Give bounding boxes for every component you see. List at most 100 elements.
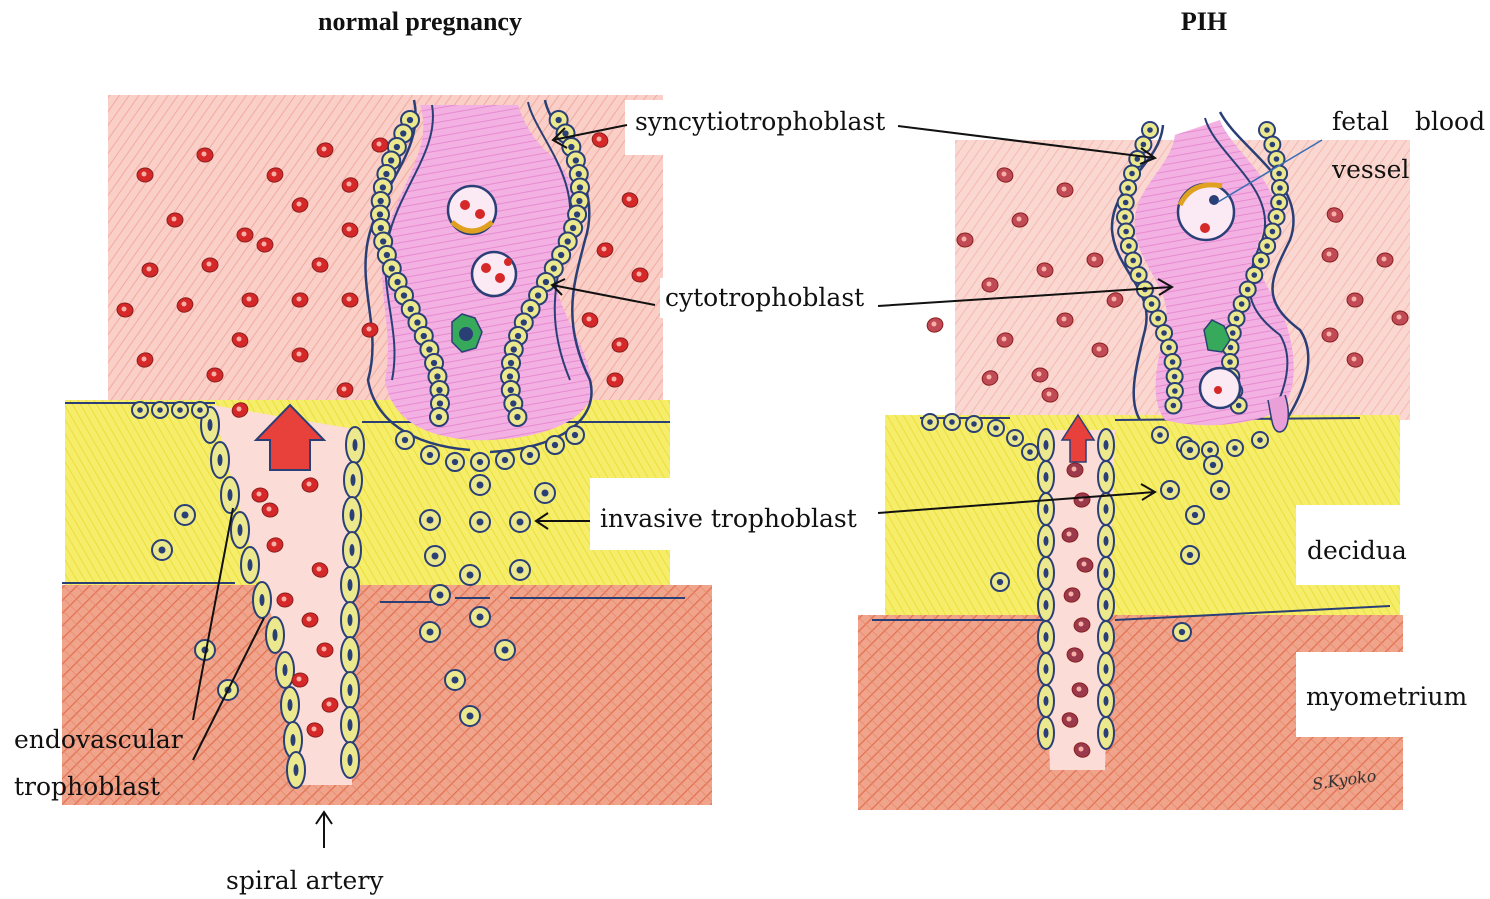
cytotrophoblast-cell-nucleus [388, 157, 394, 163]
cytotrophoblast-cell-nucleus [1130, 258, 1136, 264]
red-blood-cell-center [1332, 212, 1337, 217]
cytotrophoblast-cell-nucleus [1125, 185, 1131, 191]
cytotrophoblast-cell-nucleus [378, 225, 384, 231]
cytotrophoblast-cell-nucleus [1239, 301, 1245, 307]
cytotrophoblast-cell-nucleus [508, 387, 514, 393]
red-blood-cell-center [347, 182, 352, 187]
title-pih: PIH [1181, 7, 1227, 36]
cytotrophoblast-cell-nucleus [394, 144, 400, 150]
label-endovascular: endovascular [14, 725, 183, 754]
red-blood-cell-center [297, 202, 302, 207]
cytotrophoblast-cell-nucleus [555, 117, 561, 123]
cytotrophoblast-cell-nucleus [572, 432, 578, 438]
cytotrophoblast-cell-nucleus [1123, 229, 1129, 235]
spiral-artery-arrow [316, 812, 332, 848]
cytotrophoblast-cell-nucleus [389, 265, 395, 271]
red-blood-cell-center [202, 152, 207, 157]
endovascular-cell-nucleus [1044, 728, 1049, 738]
red-blood-cell-center [627, 197, 632, 202]
cytotrophoblast-cell-nucleus [543, 279, 549, 285]
red-blood-cell-center [1017, 217, 1022, 222]
cytotrophoblast-cell-nucleus [436, 387, 442, 393]
label-decidua: decidua [1307, 536, 1407, 565]
invasive-trophoblast-cell-nucleus [1187, 552, 1193, 558]
cytotrophoblast-cell-nucleus [573, 157, 579, 163]
red-blood-cell-center [272, 542, 277, 547]
cytotrophoblast-cell-nucleus [515, 333, 521, 339]
cytotrophoblast-cell-nucleus [400, 130, 406, 136]
surface-cell-nucleus [993, 425, 999, 431]
red-blood-cell-center [307, 617, 312, 622]
cytotrophoblast-cell-nucleus [507, 373, 513, 379]
red-blood-cell-center [1062, 317, 1067, 322]
cytotrophoblast-cell-nucleus [434, 373, 440, 379]
red-blood-cell-center [587, 317, 592, 322]
cytotrophoblast-cell-nucleus [1141, 142, 1147, 148]
red-blood-cell-center [1082, 562, 1087, 567]
surface-cell-nucleus [177, 407, 183, 413]
invasive-trophoblast-cell-nucleus [997, 579, 1003, 585]
cytotrophoblast-cell-nucleus [408, 306, 414, 312]
cytotrophoblast-cell-nucleus [1170, 359, 1176, 365]
cytotrophoblast-cell-nucleus [1136, 272, 1142, 278]
red-blood-cell-center [612, 377, 617, 382]
endovascular-cell-nucleus [1044, 440, 1049, 450]
cytotrophoblast-cell-nucleus [426, 346, 432, 352]
invasive-trophoblast-cell-nucleus [1167, 487, 1173, 493]
invasive-trophoblast-cell-nucleus [467, 572, 474, 579]
label-trophoblast: trophoblast [14, 772, 160, 801]
label-cytotrophoblast: cytotrophoblast [665, 283, 864, 312]
invasive-trophoblast-cell-nucleus [432, 553, 439, 560]
endovascular-cell-nucleus [1044, 536, 1049, 546]
invasive-trophoblast-cell-nucleus [517, 567, 524, 574]
endovascular-cell-nucleus [1044, 600, 1049, 610]
red-blood-cell-center [987, 282, 992, 287]
cytotrophoblast-cell-nucleus [510, 400, 516, 406]
red-blood-cell-center [262, 242, 267, 247]
cytotrophoblast-cell-nucleus [1270, 229, 1276, 235]
red-blood-cell-center [1042, 267, 1047, 272]
red-blood-cell-center [1069, 592, 1074, 597]
cytotrophoblast-cell-nucleus [527, 452, 533, 458]
surface-cell-nucleus [971, 421, 977, 427]
invasive-trophoblast-cell-nucleus [477, 482, 484, 489]
red-blood-cell-center [1062, 187, 1067, 192]
endovascular-cell-nucleus [294, 764, 299, 776]
cytotrophoblast-cell-nucleus [1227, 359, 1233, 365]
red-blood-cell-center [142, 357, 147, 362]
red-blood-cell-center [272, 172, 277, 177]
endovascular-cell-nucleus [1104, 440, 1109, 450]
invasive-trophoblast-cell-nucleus [1217, 487, 1223, 493]
cytotrophoblast-cell-nucleus [1274, 214, 1280, 220]
cytotrophoblast-cell-nucleus [511, 346, 517, 352]
cytotrophoblast-cell-nucleus [1122, 214, 1128, 220]
invasive-trophoblast-cell-nucleus [542, 490, 549, 497]
cytotrophoblast-cell-nucleus [1245, 287, 1251, 293]
endovascular-cell-nucleus [348, 579, 353, 591]
endovascular-cell-nucleus [1104, 472, 1109, 482]
cytotrophoblast-cell-nucleus [1251, 272, 1257, 278]
cytotrophoblast-cell-nucleus [1129, 171, 1135, 177]
endovascular-cell-nucleus [1104, 600, 1109, 610]
cytotrophoblast-cell-nucleus [1172, 374, 1178, 380]
cytotrophoblast-cell-nucleus [407, 117, 413, 123]
label-fetal: fetal [1332, 107, 1389, 136]
red-blood-cell-center [1382, 257, 1387, 262]
endovascular-cell-nucleus [348, 684, 353, 696]
endovascular-cell-nucleus [218, 454, 223, 466]
surface-cell-nucleus [1027, 449, 1033, 455]
cytotrophoblast-cell-nucleus [452, 459, 458, 465]
red-blood-cell-center [1397, 315, 1402, 320]
red-blood-cell-center [237, 337, 242, 342]
invasive-trophoblast-cell-nucleus [502, 647, 509, 654]
invasive-trophoblast-cell-nucleus [427, 517, 434, 524]
red-blood-cell-center [297, 677, 302, 682]
cytotrophoblast-cell-nucleus [521, 319, 527, 325]
cytotrophoblast-cell-nucleus [514, 414, 520, 420]
surface-cell-nucleus [1012, 435, 1018, 441]
endovascular-cell-nucleus [1104, 664, 1109, 674]
endovascular-cell-nucleus [1104, 504, 1109, 514]
red-blood-cell-center [347, 297, 352, 302]
cytotrophoblast-cell-nucleus [1264, 127, 1270, 133]
